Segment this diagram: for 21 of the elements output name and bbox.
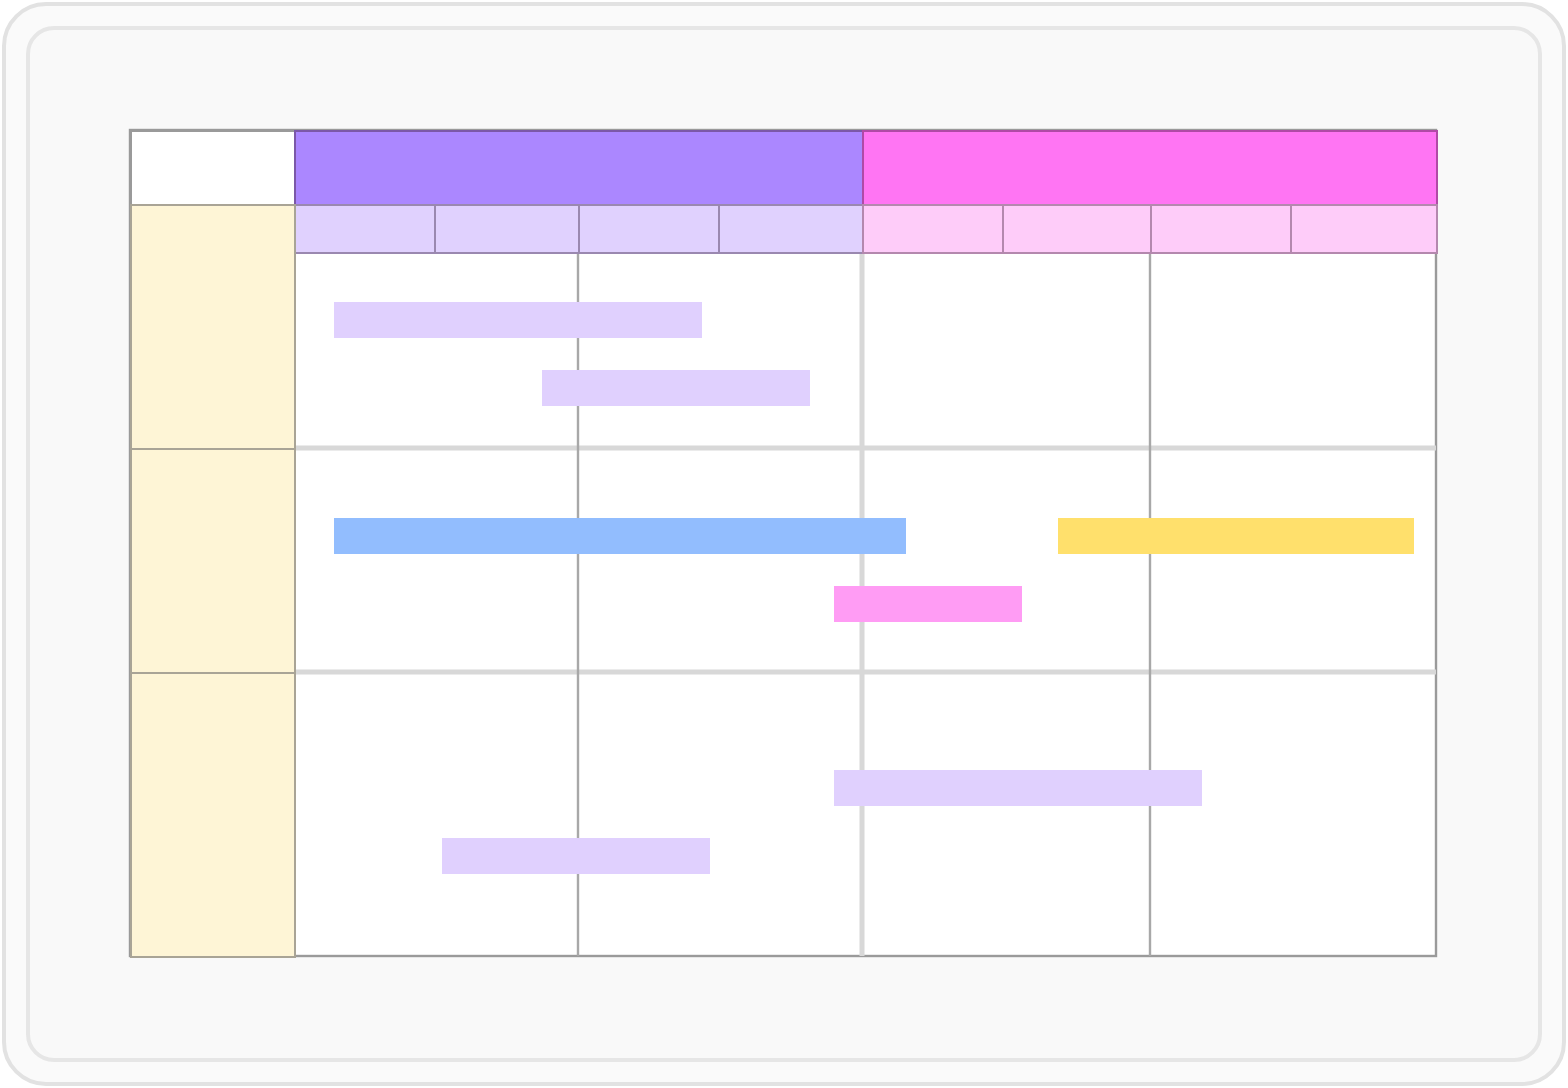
row-header-cell bbox=[130, 204, 296, 450]
subheader-cell bbox=[434, 204, 580, 254]
subheader-cell bbox=[1150, 204, 1292, 254]
row-header-cell bbox=[130, 672, 296, 958]
task-bar bbox=[542, 370, 810, 406]
task-bar bbox=[1058, 518, 1414, 554]
subheader-cell bbox=[862, 204, 1004, 254]
subheader-cell bbox=[294, 204, 436, 254]
task-bar bbox=[334, 302, 702, 338]
task-bar bbox=[442, 838, 710, 874]
subheader-cell bbox=[1290, 204, 1438, 254]
task-bar bbox=[834, 770, 1202, 806]
task-bar bbox=[334, 518, 906, 554]
subheader-cell bbox=[718, 204, 864, 254]
task-bar bbox=[834, 586, 1022, 622]
header-band bbox=[294, 130, 864, 206]
subheader-cell bbox=[1002, 204, 1152, 254]
subheader-cell bbox=[578, 204, 720, 254]
corner-cell bbox=[130, 130, 296, 206]
row-header-cell bbox=[130, 448, 296, 674]
header-band bbox=[862, 130, 1438, 206]
